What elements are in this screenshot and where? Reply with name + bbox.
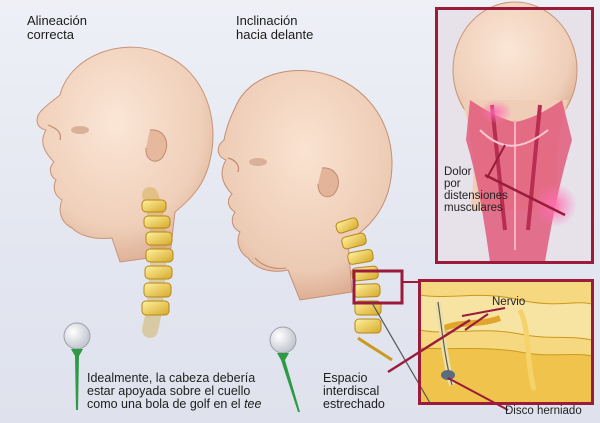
golf-caption-main: Idealmente, la cabeza debería estar apoy… bbox=[87, 371, 255, 411]
head-correct-alignment bbox=[37, 47, 213, 262]
label-herniated-disc: Disco herniado bbox=[505, 405, 582, 417]
golf-caption: Idealmente, la cabeza debería estar apoy… bbox=[87, 372, 261, 411]
head-forward-tilt bbox=[218, 70, 392, 300]
label-muscle-pain: Dolor por distensiones musculares bbox=[444, 166, 508, 214]
golf-ball-tee-right bbox=[270, 327, 300, 412]
label-nerve: Nervio bbox=[492, 296, 525, 308]
label-forward-tilt: Inclinación hacia delante bbox=[236, 14, 313, 42]
label-correct-alignment: Alineación correcta bbox=[27, 14, 87, 42]
label-narrowed-space: Espacio interdiscal estrechado bbox=[323, 372, 385, 411]
golf-caption-em: tee bbox=[244, 397, 261, 411]
muscle-panel-frame bbox=[435, 7, 594, 264]
